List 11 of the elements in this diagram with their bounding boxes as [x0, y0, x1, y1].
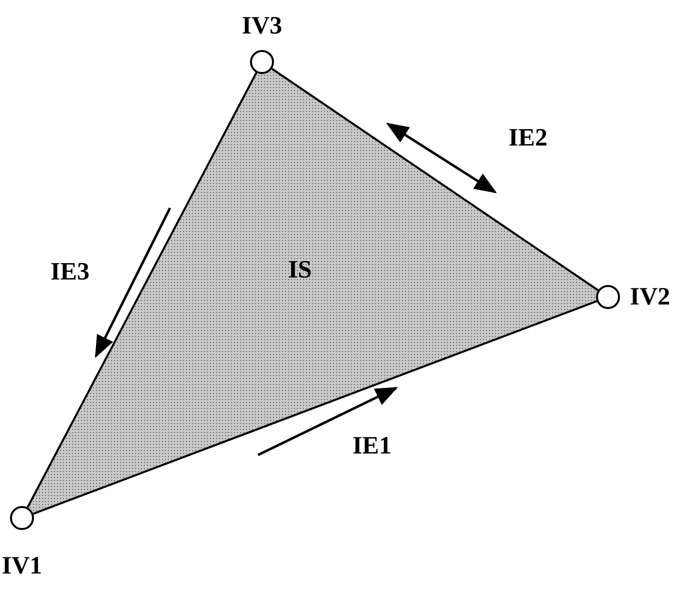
triangle-face — [28, 69, 598, 514]
vertex-label: IV3 — [242, 14, 282, 38]
edge-label: IE3 — [50, 260, 90, 284]
edge-label: IE1 — [352, 434, 392, 458]
vertex-label: IV1 — [2, 554, 42, 578]
triangle-edge — [26, 72, 258, 508]
triangle-edge — [271, 68, 599, 292]
vertex-label: IV2 — [630, 284, 670, 310]
face-label: IS — [288, 258, 312, 282]
triangle-edge — [32, 300, 598, 515]
edge-label: IE2 — [508, 126, 548, 150]
